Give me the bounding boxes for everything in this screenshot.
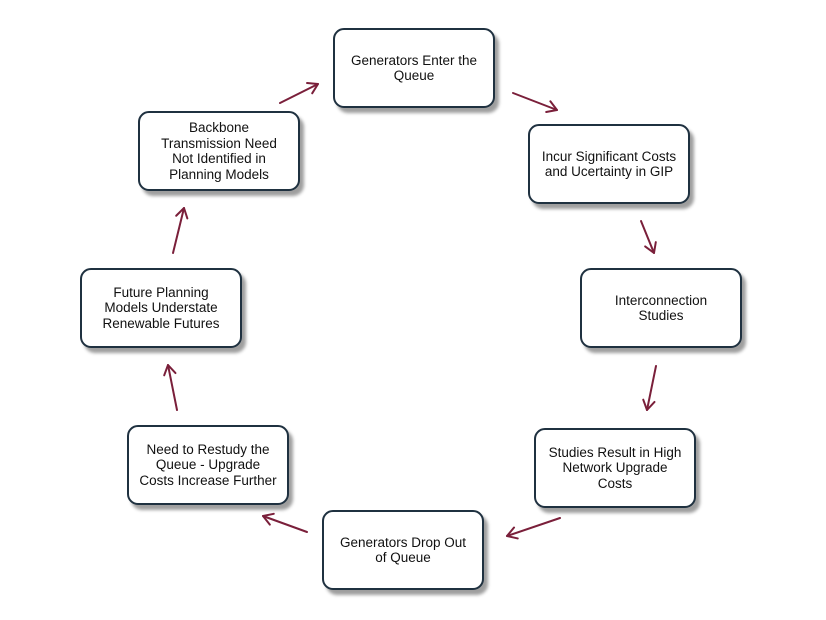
node-incur-significant-costs: Incur Significant Costs and Ucertainty i… [528,124,690,204]
arrow-shaft [167,364,178,411]
node-label-line: Queue [393,68,435,83]
node-label: Backbone Transmission Need Not Identifie… [161,120,277,182]
node-label: Future Planning Models Understate Renewa… [102,285,219,332]
connector-arrow-n1-n2 [512,92,558,113]
arrow-head [262,512,275,526]
node-label-line: Studies Result in High [548,444,682,460]
node-backbone-transmission: Backbone Transmission Need Not Identifie… [138,111,300,191]
node-label-line: Backbone [188,120,250,135]
node-label-line: and Ucertainty in GIP [544,164,674,179]
connector-arrow-n5-n6 [262,512,308,533]
node-label-line: Future Planning [113,284,209,300]
node-label-line: Transmission Need [161,135,277,151]
node-label-line: Costs [597,475,633,491]
node-label-line: Network Upgrade [562,460,668,476]
node-interconnection-studies: Interconnection Studies [580,268,742,348]
arrow-shaft [262,515,308,533]
node-label-line: Studies [638,308,684,323]
node-label-line: Planning Models [169,166,269,182]
connector-arrow-n8-n1 [279,82,319,104]
node-label: Need to Restudy the Queue - Upgrade Cost… [139,442,276,489]
arrow-shaft [512,92,558,111]
node-label: Generators Drop Out of Queue [340,535,466,566]
arrow-head [163,364,177,377]
node-future-planning-models: Future Planning Models Understate Renewa… [80,268,242,348]
node-label-line: Generators Drop Out [339,534,467,550]
node-label-line: Need to Restudy the [146,441,270,457]
connector-arrow-n3-n4 [642,365,657,411]
node-generators-drop-out: Generators Drop Out of Queue [322,510,484,590]
node-label-line: of Queue [375,550,431,565]
node-label: Generators Enter the Queue [351,53,477,84]
arrow-shaft [506,517,561,537]
arrow-shaft [172,207,185,254]
arrow-head [545,100,558,113]
node-high-network-upgrade-costs: Studies Result in High Network Upgrade C… [534,428,696,508]
node-label-line: Renewable Futures [102,315,220,331]
arrow-shaft [646,365,657,411]
node-label-line: Costs Increase Further [139,472,277,488]
connector-arrow-n7-n8 [172,207,189,254]
node-label: Studies Result in High Network Upgrade C… [549,445,682,492]
arrow-shaft [640,220,655,254]
connector-arrow-n4-n5 [506,517,561,540]
node-label-line: Incur Significant Costs [541,148,677,164]
node-label-line: Queue - Upgrade [155,457,261,473]
node-label: Incur Significant Costs and Ucertainty i… [542,149,676,180]
connector-arrow-n2-n3 [640,220,657,254]
node-label-line: Models Understate [104,300,218,316]
arrow-head [175,207,189,220]
node-label: Interconnection Studies [615,293,707,324]
node-label-line: Not Identified in [172,151,266,166]
arrow-head [644,241,657,254]
node-label-line: Interconnection [614,292,708,308]
arrow-head [642,398,656,411]
connector-arrow-n6-n7 [163,364,178,411]
arrow-head [306,82,319,95]
arrow-shaft [279,83,319,104]
node-generators-enter-queue: Generators Enter the Queue [333,28,495,108]
node-restudy-queue: Need to Restudy the Queue - Upgrade Cost… [127,425,289,505]
arrow-head [506,526,519,540]
node-label-line: Generators Enter the [350,52,478,68]
